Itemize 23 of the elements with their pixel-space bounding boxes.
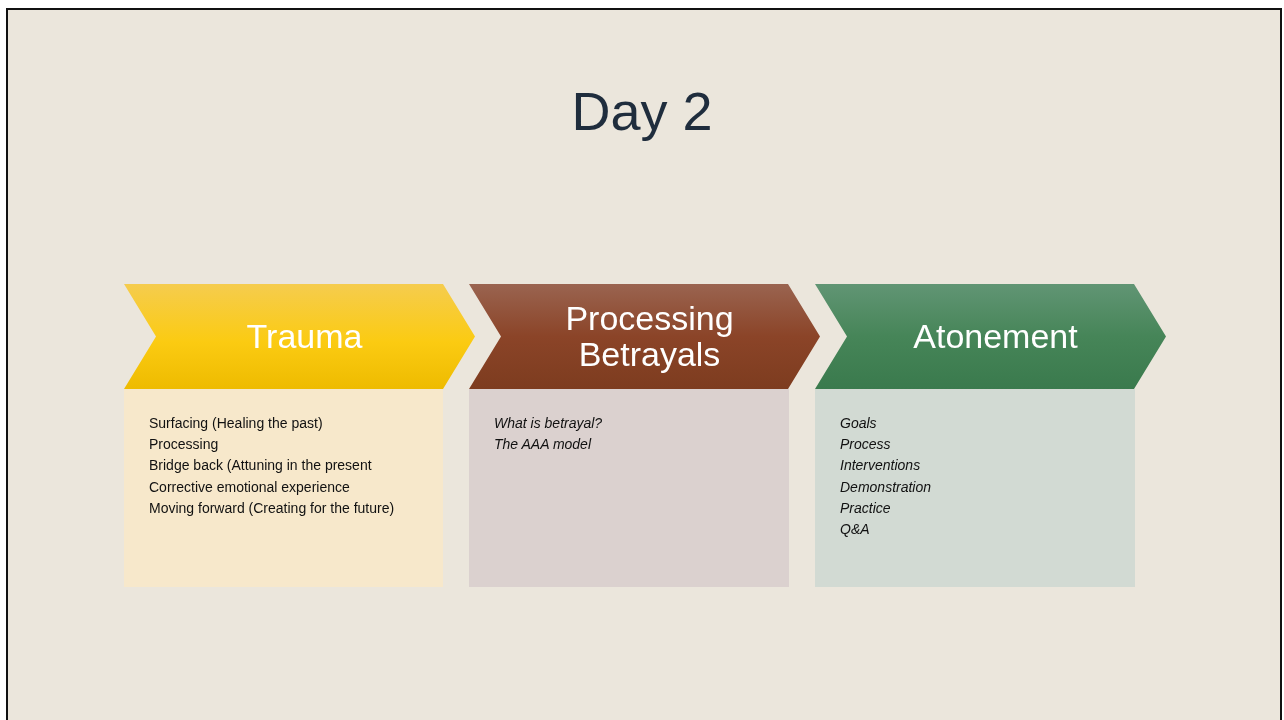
topic-text: Surfacing (Healing the past) [149, 414, 324, 433]
topic-text: Goals [840, 414, 878, 433]
topic-text: Moving forward (Creating for the future) [149, 498, 396, 518]
chevron-shape [469, 284, 820, 389]
slide-title: Day 2 [570, 80, 714, 142]
topic-text: Interventions [840, 456, 922, 476]
content-panel [469, 389, 789, 587]
chevron-title: Atonement [913, 318, 1078, 355]
content-panel [124, 389, 443, 587]
topic-text: Processing [149, 435, 220, 455]
chevron-shape [815, 284, 1166, 389]
topic-text: Demonstration [840, 477, 933, 497]
topic-text: Bridge back (Attuning in the present [149, 456, 373, 476]
topic-text: Practice [840, 498, 892, 518]
topic-text: Corrective emotional experience [149, 477, 351, 497]
topic-text: What is betrayal? [494, 414, 604, 433]
chevron-title: Processing Betrayals [564, 300, 735, 373]
topic-text: Q&A [840, 520, 871, 539]
chevron-shape [124, 284, 475, 389]
topic-text: Process [840, 435, 892, 455]
topic-text: The AAA model [494, 435, 593, 455]
content-panel [815, 389, 1135, 587]
chevron-title: Trauma [246, 318, 363, 355]
